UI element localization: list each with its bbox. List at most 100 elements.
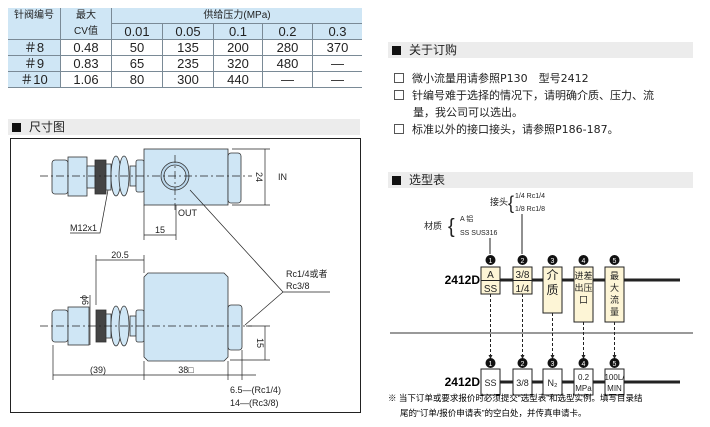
step-number-badge (547, 358, 558, 368)
svg-text:SS SUS316: SS SUS316 (460, 230, 497, 237)
example-value: N₂ (548, 378, 558, 388)
example-value: SS (484, 378, 496, 388)
port-label: 接头 (490, 196, 508, 207)
example-box (604, 368, 625, 396)
option-value: SS (484, 284, 498, 295)
step-number-badge (517, 255, 528, 265)
example-box (573, 368, 594, 396)
step-number-badge (517, 358, 528, 368)
step-number: 1 (489, 361, 493, 368)
option-value: 1/4 (516, 284, 530, 295)
step-number: 3 (551, 258, 555, 265)
model-example-label: 2412D (445, 375, 481, 389)
example-value: 100L/ (604, 373, 625, 382)
option-label: 介 (546, 268, 558, 282)
in-label: IN (278, 172, 287, 182)
model-label: 2412D (445, 273, 481, 287)
section-title: 关于订购 (409, 43, 458, 57)
arrow-down-icon (612, 355, 617, 359)
step-number-badge (578, 255, 589, 265)
dimension-section-header: 尺寸图 (8, 119, 360, 135)
section-title: 选型表 (409, 173, 446, 187)
svg-text:{: { (508, 193, 514, 213)
example-box (542, 368, 563, 396)
header-pressure: 供给压力(MPa) (111, 8, 362, 24)
arrow-down-icon (550, 355, 555, 359)
option-label: 质 (546, 283, 558, 297)
option-label: 出压 (574, 282, 592, 293)
arrow-down-icon (488, 355, 493, 359)
list-item: 针编号难于选择的情况下，请明确介质、压力、流 (394, 87, 654, 104)
dim-24: 24 (254, 172, 264, 182)
dim-15-top: 15 (155, 225, 165, 235)
port-label-1: Rc1/4或者 (286, 268, 328, 279)
option-value: 3/8 (516, 270, 530, 281)
ordering-notes: 微小流量用请参照P130 型号2412 针编号难于选择的情况下，请明确介质、压力… (394, 70, 654, 138)
svg-text:A 铝: A 铝 (460, 214, 473, 223)
square-bullet-icon (392, 45, 401, 55)
arrow-down-icon (520, 355, 525, 359)
step-number: 3 (551, 361, 555, 368)
table-row: ＃10 1.06 80 300 440 — — (8, 71, 362, 88)
dim-39: (39) (90, 365, 106, 375)
option-label: 大 (610, 282, 619, 293)
step-number-badge (578, 358, 589, 368)
dim-20-5: 20.5 (111, 250, 129, 260)
step-number: 5 (613, 361, 617, 368)
checkbox-icon (394, 124, 404, 134)
pressure-col: 0.01 (111, 23, 163, 40)
length-label-2: 14—(Rc3/8) (230, 398, 279, 408)
pressure-col: 0.05 (162, 23, 214, 40)
dimension-drawing: M12x1 OUT IN 24 15 20.5 ϕ6 (39) 38□ 15 R… (10, 138, 361, 413)
option-value: A (487, 270, 494, 281)
footnote: ※ 当下订单或要求报价时必须提交“选型表”和选型实例。填写目录结 (388, 393, 643, 403)
ordering-section-header: 关于订购 (388, 42, 693, 58)
checkbox-icon (394, 73, 404, 83)
spec-table: 针阀编号 最大 供给压力(MPa) CV值 0.01 0.05 0.1 0.2 … (8, 8, 362, 88)
selection-section-header: 选型表 (388, 172, 693, 188)
step-number-badge (547, 255, 558, 265)
example-value: 0.2 (578, 373, 590, 382)
step-number-badge (485, 358, 496, 368)
section-title: 尺寸图 (29, 120, 66, 134)
header-needle: 针阀编号 (8, 8, 61, 24)
pressure-col: 0.2 (262, 23, 313, 40)
step-number: 2 (521, 361, 525, 368)
dim-15-bottom: 15 (255, 338, 265, 348)
example-value: MPa (575, 384, 592, 393)
header-cv-2: CV值 (60, 23, 112, 40)
option-label: 口 (579, 295, 588, 305)
table-row: ＃8 0.48 50 135 200 280 370 (8, 39, 362, 56)
example-box (512, 368, 533, 396)
dim-38: 38□ (178, 365, 194, 375)
pressure-col: 0.3 (312, 23, 362, 40)
square-bullet-icon (392, 175, 401, 185)
example-value: MIN (607, 384, 622, 393)
pressure-col: 0.1 (213, 23, 263, 40)
step-number: 2 (521, 258, 525, 265)
checkbox-icon (394, 90, 404, 100)
step-number-badge (609, 255, 620, 265)
step-number: 4 (582, 258, 586, 265)
svg-text:1/8 Rc1/8: 1/8 Rc1/8 (515, 206, 545, 213)
table-row: ＃9 0.83 65 235 320 480 — (8, 55, 362, 72)
material-label: 材质 (424, 220, 442, 231)
svg-text:1/4 Rc1/4: 1/4 Rc1/4 (515, 193, 545, 200)
out-label: OUT (178, 208, 198, 218)
step-number: 4 (582, 361, 586, 368)
step-number-badge (485, 255, 496, 265)
list-item: 微小流量用请参照P130 型号2412 (394, 70, 654, 87)
thread-label: M12x1 (70, 223, 97, 233)
square-bullet-icon (12, 122, 21, 132)
example-box (480, 368, 501, 396)
option-label: 量 (610, 307, 619, 317)
example-value: 3/8 (516, 378, 529, 388)
list-item-continued: 量，我公司可以选出。 (413, 106, 523, 119)
length-label-1: 6.5—(Rc1/4) (230, 385, 281, 395)
option-label: 进差 (574, 270, 592, 281)
step-number: 1 (489, 258, 493, 265)
svg-text:{: { (448, 216, 455, 238)
step-number-badge (609, 358, 620, 368)
footnote: 尾的“订单/报价申请表”的空白处，并传真申请卡。 (400, 408, 587, 418)
option-label: 流 (610, 294, 619, 305)
